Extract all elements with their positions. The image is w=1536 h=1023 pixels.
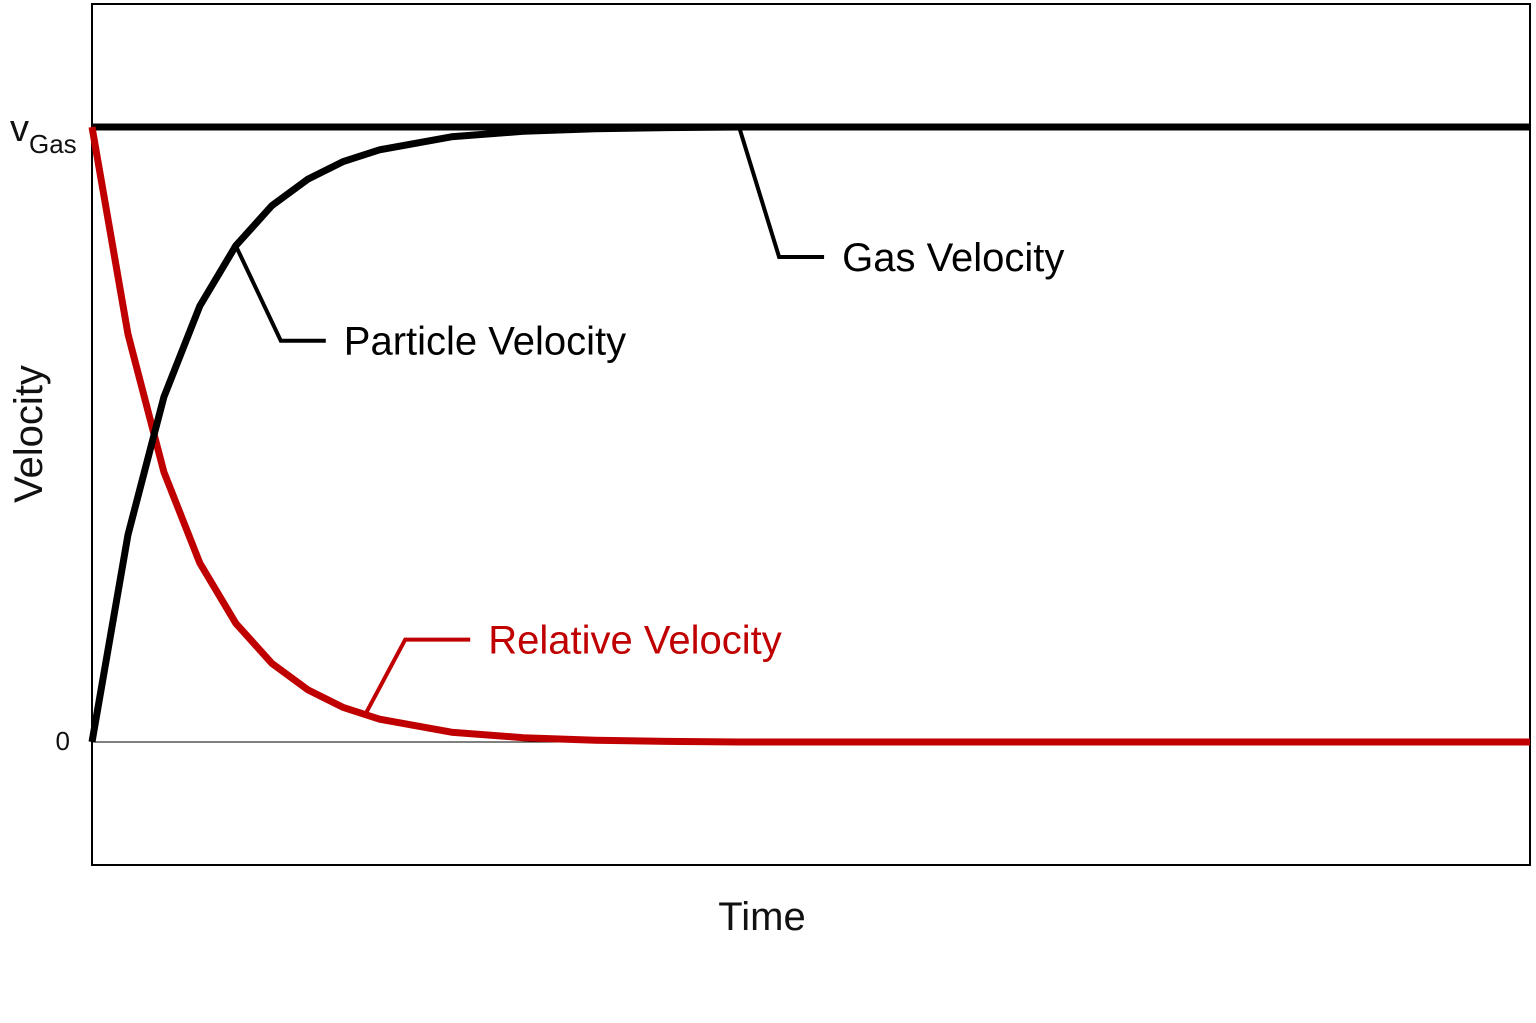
y-tick-label-vgas-main: v xyxy=(10,108,29,150)
x-axis-label: Time xyxy=(718,895,805,939)
annotation-relative-velocity: Relative Velocity xyxy=(488,619,781,663)
leader-line-relative-velocity xyxy=(363,637,471,716)
y-tick-label-vgas: vGas xyxy=(10,108,77,159)
leader-line-gas-velocity xyxy=(737,126,825,259)
y-axis-label: Velocity xyxy=(7,365,51,503)
series-line-particle-velocity xyxy=(88,123,1530,743)
annotation-particle-velocity: Particle Velocity xyxy=(344,320,626,364)
annotation-gas-velocity: Gas Velocity xyxy=(842,236,1064,280)
annotation-leaders xyxy=(233,126,825,716)
series-line-relative-velocity xyxy=(88,126,1530,746)
leader-line-particle-velocity xyxy=(233,244,326,343)
series-layer xyxy=(88,123,1530,746)
plot-frame xyxy=(91,3,1531,866)
y-tick-label-vgas-sub: Gas xyxy=(29,129,77,159)
y-tick-label-zero: 0 xyxy=(56,726,70,756)
